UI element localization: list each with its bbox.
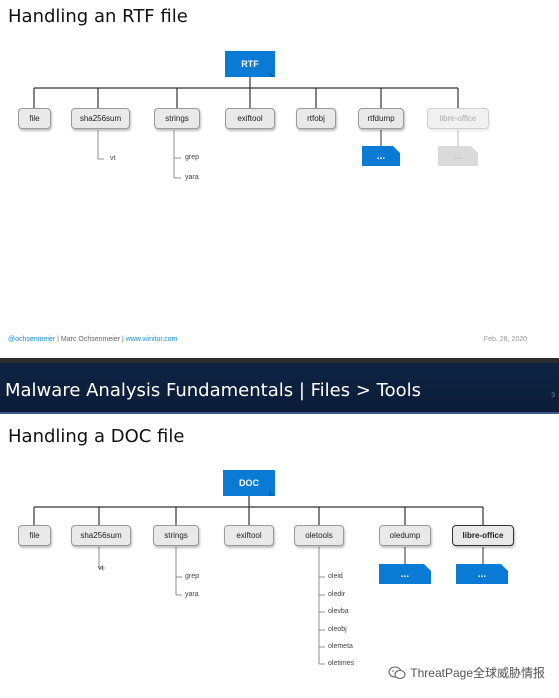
tree-connectors	[33, 77, 459, 179]
footer-site-link[interactable]: www.winitor.com	[125, 336, 178, 343]
slide-title: Handling an RTF file	[8, 6, 188, 27]
slide-footer: @ochsenmeier | Marc Ochsenmeier | www.wi…	[8, 336, 178, 343]
tool-exiftool: exiftool	[224, 525, 274, 546]
slide-doc: Handling a DOC file	[0, 414, 559, 698]
watermark: ThreatPage全球威胁情报	[388, 664, 545, 681]
footer-separator: |	[120, 336, 126, 343]
sub-oletimes: oletimes	[328, 660, 355, 667]
root-node-rtf: RTF	[225, 51, 275, 77]
banner-title: Malware Analysis Fundamentals | Files > …	[5, 380, 421, 401]
slide-title: Handling a DOC file	[8, 426, 185, 447]
tool-file: file	[18, 525, 51, 546]
more-tile-libre-office: ...	[438, 146, 478, 166]
tool-oledump: oledump	[379, 525, 431, 546]
sub-vt: vt	[110, 155, 116, 162]
tool-file: file	[18, 108, 51, 129]
sub-olemeta: olemeta	[328, 643, 353, 650]
tool-rtfdump: rtfdump	[358, 108, 404, 129]
root-node-doc: DOC	[223, 470, 275, 496]
tool-strings: strings	[154, 108, 200, 129]
banner-accent-line	[0, 412, 559, 414]
sub-grep: grep	[185, 154, 200, 161]
tool-libre-office: libre-office	[427, 108, 489, 129]
footer-date: Feb. 28, 2020	[483, 336, 527, 343]
sub-oleobj: oleobj	[328, 626, 347, 633]
sub-oleid: oleid	[328, 573, 343, 580]
tool-exiftool: exiftool	[225, 108, 275, 129]
tool-libre-office: libre-office	[452, 525, 514, 546]
tool-sha256sum: sha256sum	[71, 525, 131, 546]
tool-oletools: oletools	[294, 525, 344, 546]
tool-strings: strings	[153, 525, 199, 546]
more-tile-rtfdump: ...	[362, 146, 400, 166]
tool-rtfobj: rtfobj	[296, 108, 336, 129]
slide-banner: Malware Analysis Fundamentals | Files > …	[0, 358, 559, 414]
slide-number: 3	[551, 392, 555, 399]
sub-yara: yara	[185, 591, 199, 598]
watermark-text: ThreatPage全球威胁情报	[410, 666, 545, 680]
more-tile-oledump: ...	[379, 564, 431, 584]
banner-divider	[0, 358, 559, 363]
tool-sha256sum: sha256sum	[71, 108, 130, 129]
sub-yara: yara	[185, 174, 199, 181]
sub-grep: grep	[185, 573, 200, 580]
more-tile-libre-office: ...	[456, 564, 508, 584]
tree-connectors	[33, 496, 484, 665]
footer-separator: |	[55, 336, 61, 343]
wechat-icon	[388, 665, 406, 679]
footer-author: Marc Ochsenmeier	[60, 336, 121, 343]
sub-olevba: olevba	[328, 608, 349, 615]
slide-rtf: Handling an RTF file RTF file sha256sum	[8, 6, 527, 343]
footer-handle: @ochsenmeier	[8, 336, 56, 343]
sub-vt: vt	[98, 565, 104, 572]
sub-oledir: oledir	[328, 591, 346, 598]
